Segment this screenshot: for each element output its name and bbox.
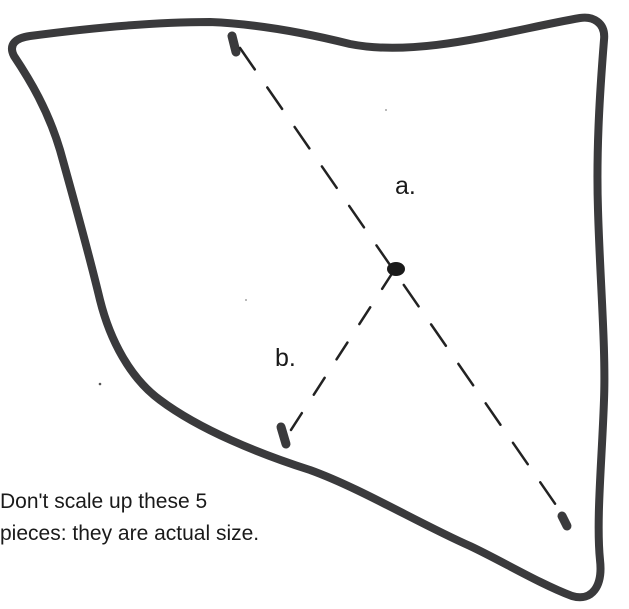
shape-outline xyxy=(8,13,609,602)
bottom-left-tick-mark xyxy=(276,422,291,449)
bottom-right-tick-mark xyxy=(557,511,572,531)
stray-dot-mark xyxy=(245,299,247,301)
dashed-line-b xyxy=(287,270,395,435)
stray-dot-mark xyxy=(385,109,387,111)
size-note-line-2: pieces: they are actual size. xyxy=(0,522,260,545)
center-point xyxy=(387,262,405,276)
size-note-line-1: Don't scale up these 5 xyxy=(0,490,208,513)
size-note: Don't scale up these 5 pieces: they are … xyxy=(0,486,259,550)
stray-dot-mark xyxy=(98,382,102,386)
dashed-line-a xyxy=(238,46,569,523)
top-tick-mark xyxy=(227,31,241,57)
label-b: b. xyxy=(275,344,296,372)
label-a: a. xyxy=(395,172,416,200)
